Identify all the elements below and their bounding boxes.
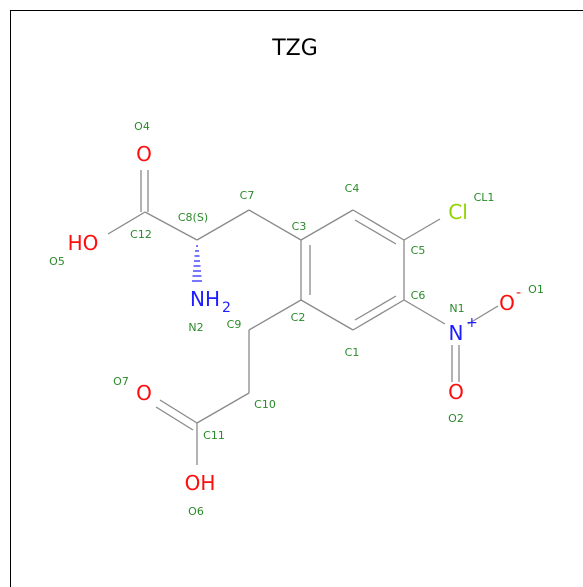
bond-c4-c5	[352, 209, 405, 241]
atom-o7: O	[136, 381, 152, 405]
atom-o2: O	[448, 380, 464, 404]
label-o4: O4	[134, 120, 150, 133]
bond-c3-c4	[300, 209, 354, 241]
bond-c6-c1	[352, 299, 405, 331]
atom-o1: O	[499, 291, 515, 315]
label-o5: O5	[49, 255, 65, 268]
label-o1: O1	[528, 283, 544, 296]
atom-o4: O	[136, 142, 152, 166]
atom-o1-charge: -	[516, 285, 521, 301]
label-cl1: CL1	[474, 191, 495, 204]
bond-c6-c1-inner	[354, 295, 397, 321]
diagram-title: TZG	[271, 36, 318, 61]
label-c4: C4	[345, 182, 360, 195]
label-n2: N2	[188, 321, 203, 334]
label-c9: C9	[227, 318, 242, 331]
atom-n2: NH	[190, 287, 220, 311]
diagram-frame	[10, 10, 583, 587]
label-o7: O7	[113, 375, 129, 388]
label-c12: C12	[130, 228, 152, 241]
label-n1: N1	[449, 302, 464, 315]
label-o2: O2	[448, 412, 464, 425]
label-c10: C10	[254, 398, 276, 411]
bond-c1-c2	[300, 299, 354, 331]
atom-symbols: O HO NH 2 Cl N + O - O O OH	[68, 142, 521, 495]
atom-n2-subscript: 2	[222, 300, 231, 316]
bond-c11-o7-b	[155, 406, 194, 431]
bond-c8-c7	[196, 209, 250, 241]
atom-o6-hydroxyl: OH	[185, 471, 216, 495]
bond-c12-c8	[144, 211, 198, 241]
label-c2: C2	[291, 311, 306, 324]
atom-labels: O4 O5 C12 C8(S) N2 C7 C3 C4 C5 CL1 C6 N1…	[49, 120, 544, 518]
label-c5: C5	[411, 244, 426, 257]
bond-c4-c5-inner	[354, 219, 397, 245]
bond-c5-cl	[403, 218, 441, 241]
bonds	[107, 170, 499, 465]
bond-c7-c3	[248, 209, 302, 241]
bond-n1-o1	[467, 305, 499, 325]
label-c6: C6	[411, 289, 426, 302]
bond-c11-o7-a	[159, 399, 198, 424]
label-c8: C8(S)	[178, 211, 208, 224]
atom-n1: N	[449, 321, 464, 345]
bond-c10-c11	[196, 392, 250, 424]
atom-o5-hydroxyl: HO	[68, 231, 99, 255]
label-c7: C7	[240, 189, 255, 202]
atom-cl1: Cl	[448, 200, 468, 224]
bond-c6-n1	[403, 299, 446, 325]
bond-c12-o5	[107, 211, 146, 235]
label-c1: C1	[345, 346, 360, 359]
label-c11: C11	[203, 429, 225, 442]
bond-c2-c9	[248, 299, 302, 331]
label-o6: O6	[188, 505, 204, 518]
atom-n1-charge: +	[466, 315, 478, 331]
bond-c8-n2-hashed-wedge	[192, 245, 202, 282]
label-c3: C3	[292, 220, 307, 233]
